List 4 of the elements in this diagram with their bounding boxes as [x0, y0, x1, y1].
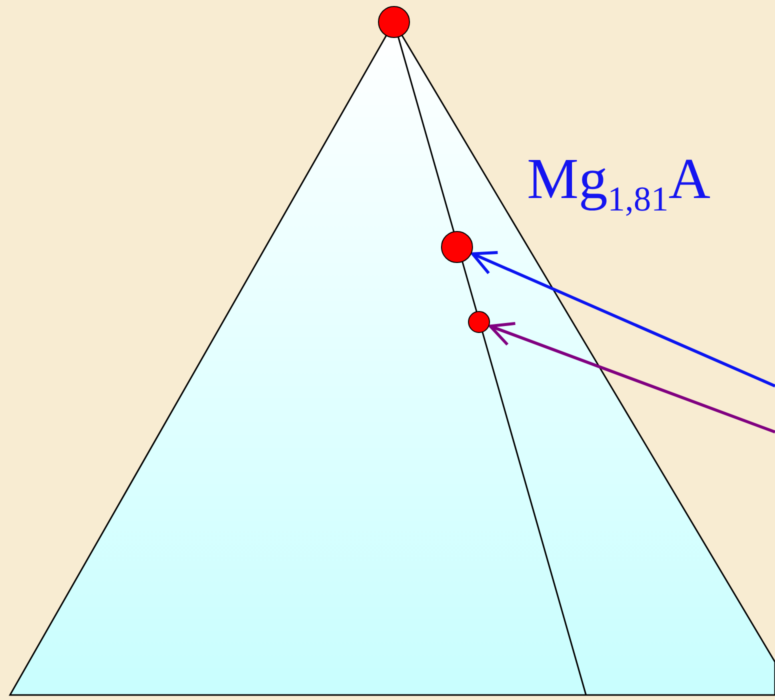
arrow: [471, 251, 775, 388]
point-marker: [378, 6, 410, 38]
formula-label: Mg$_{1,81}$A: [527, 150, 710, 218]
arrow: [488, 322, 775, 434]
